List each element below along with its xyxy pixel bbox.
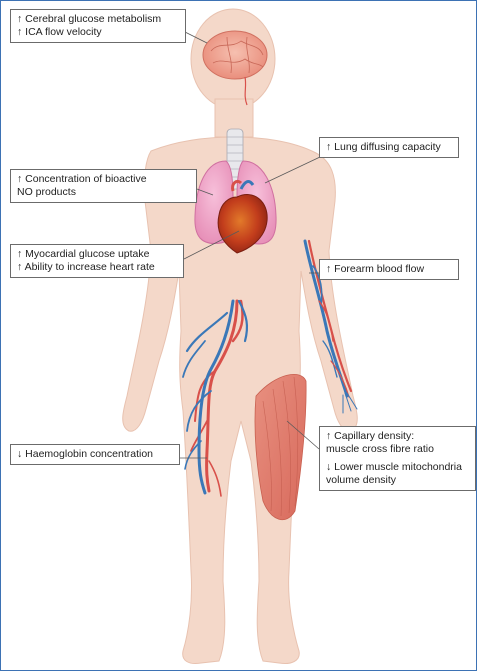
- label-lung-line-1: ↑ Lung diffusing capacity: [326, 141, 452, 154]
- label-no-line-1: ↑ Concentration of bioactive: [17, 173, 190, 186]
- label-no-products: ↑ Concentration of bioactive NO products: [10, 169, 197, 203]
- label-capillary-line-2: muscle cross fibre ratio: [326, 443, 469, 456]
- label-mito-line-1: ↓ Lower muscle mitochondria: [326, 461, 469, 474]
- label-mito-line-2: volume density: [326, 474, 469, 487]
- thigh-muscle: [255, 374, 306, 519]
- label-lung-diffusing: ↑ Lung diffusing capacity: [319, 137, 459, 158]
- label-forearm: ↑ Forearm blood flow: [319, 259, 459, 280]
- label-capillary-line-1: ↑ Capillary density:: [326, 430, 469, 443]
- label-cerebral: ↑ Cerebral glucose metabolism ↑ ICA flow…: [10, 9, 186, 43]
- body-silhouette: [123, 9, 358, 664]
- label-no-line-2: NO products: [17, 186, 190, 199]
- label-haemoglobin-line-1: ↓ Haemoglobin concentration: [17, 448, 173, 461]
- label-cerebral-line-1: ↑ Cerebral glucose metabolism: [17, 13, 179, 26]
- label-cerebral-line-2: ↑ ICA flow velocity: [17, 26, 179, 39]
- label-forearm-line-1: ↑ Forearm blood flow: [326, 263, 452, 276]
- label-heart-line-2: ↑ Ability to increase heart rate: [17, 261, 177, 274]
- label-heart-line-1: ↑ Myocardial glucose uptake: [17, 248, 177, 261]
- label-muscle: ↑ Capillary density: muscle cross fibre …: [319, 426, 476, 491]
- label-myocardial: ↑ Myocardial glucose uptake ↑ Ability to…: [10, 244, 184, 278]
- label-haemoglobin: ↓ Haemoglobin concentration: [10, 444, 180, 465]
